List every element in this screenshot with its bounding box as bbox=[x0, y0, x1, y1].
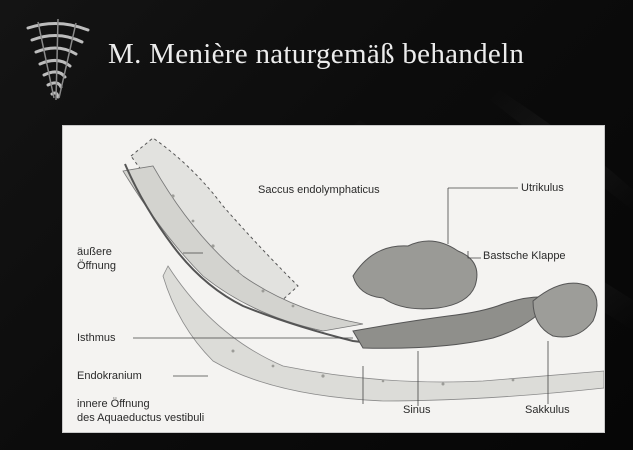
label-innere-oeffnung-1: innere Öffnung bbox=[77, 398, 150, 411]
label-aeussere-oeffnung-1: äußere bbox=[77, 246, 112, 259]
slide-title: M. Menière naturgemäß behandeln bbox=[108, 38, 524, 71]
anatomy-figure: Saccus endolymphaticus Utrikulus äußere … bbox=[62, 125, 605, 433]
spiral-shell-icon bbox=[18, 10, 96, 110]
label-isthmus: Isthmus bbox=[77, 332, 116, 345]
inner-ear-diagram bbox=[63, 126, 604, 432]
label-sinus: Sinus bbox=[403, 404, 431, 417]
label-saccus-endolymphaticus: Saccus endolymphaticus bbox=[258, 184, 380, 197]
label-endokranium: Endokranium bbox=[77, 370, 142, 383]
sakkulus-shape bbox=[533, 283, 597, 337]
label-utrikulus: Utrikulus bbox=[521, 182, 564, 195]
label-sakkulus: Sakkulus bbox=[525, 404, 570, 417]
label-bastsche-klappe: Bastsche Klappe bbox=[483, 250, 566, 263]
label-innere-oeffnung-2: des Aquaeductus vestibuli bbox=[77, 412, 204, 425]
utrikulus-shape bbox=[353, 241, 477, 309]
label-aeussere-oeffnung-2: Öffnung bbox=[77, 260, 116, 273]
